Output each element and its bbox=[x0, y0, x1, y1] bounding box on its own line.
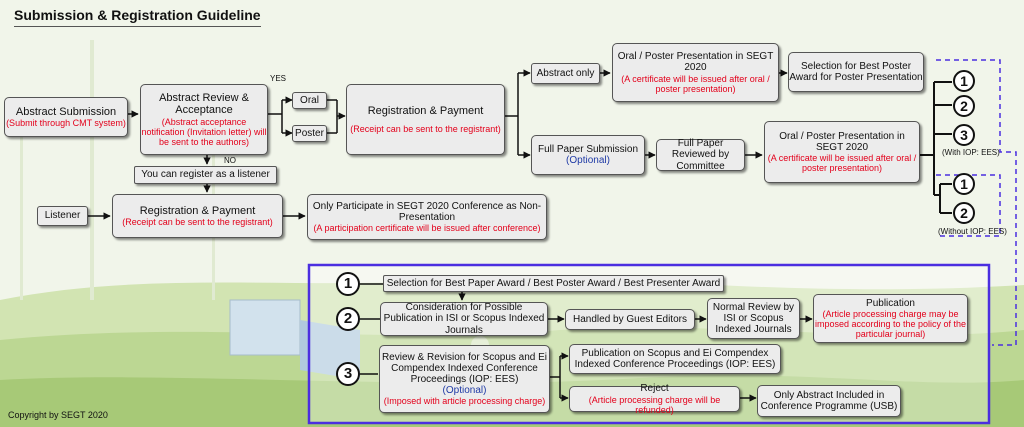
oral-label: Oral bbox=[300, 94, 319, 106]
listener-label: Listener bbox=[44, 210, 81, 222]
full-paper-reviewed-box: Full Paper Reviewed by Committee bbox=[656, 138, 745, 172]
with-iop-label: (With IOP: EES) bbox=[942, 148, 1000, 157]
number-2-circle: 2 bbox=[953, 95, 975, 117]
guest-editors-label: Handled by Guest Editors bbox=[573, 313, 687, 325]
yes-label: YES bbox=[270, 74, 287, 83]
registration-payment-box: Registration & Payment (Receipt can be s… bbox=[346, 84, 505, 155]
only-participate-title: Only Participate in SEGT 2020 Conference… bbox=[312, 200, 542, 223]
number-1-circle-without: 1 bbox=[953, 173, 975, 195]
publication-scopus-label: Publication on Scopus and Ei Compendex I… bbox=[574, 347, 776, 370]
legend-number-3: 3 bbox=[336, 362, 360, 386]
number-2-circle-without: 2 bbox=[953, 202, 975, 224]
best-award-selection-box: Selection for Best Paper Award / Best Po… bbox=[383, 275, 724, 292]
review-revision-optional: (Optional) bbox=[442, 385, 487, 397]
reject-note: (Article processing charge will be refun… bbox=[588, 394, 721, 415]
registration-payment-title: Registration & Payment bbox=[367, 105, 484, 118]
publication-box: Publication (Article processing charge m… bbox=[813, 294, 968, 343]
abstract-submission-box: Abstract Submission (Submit through CMT … bbox=[4, 97, 128, 137]
copyright-text: Copyright by SEGT 2020 bbox=[8, 410, 108, 420]
consideration-publication-label: Consideration for Possible Publication i… bbox=[383, 302, 545, 336]
no-label: NO bbox=[224, 156, 236, 165]
abstract-review-title: Abstract Review & Acceptance bbox=[159, 92, 249, 117]
review-revision-title: Review & Revision for Scopus and Ei Comp… bbox=[381, 351, 548, 385]
guest-editors-box: Handled by Guest Editors bbox=[565, 309, 695, 330]
poster-box: Poster bbox=[292, 125, 327, 142]
oral-poster-bottom-title: Oral / Poster Presentation in SEGT 2020 bbox=[779, 130, 905, 153]
oral-poster-presentation-top-box: Oral / Poster Presentation in SEGT 2020 … bbox=[612, 43, 779, 102]
listener-registration-payment-box: Registration & Payment (Receipt can be s… bbox=[112, 194, 283, 238]
reject-title: Reject bbox=[640, 383, 669, 395]
full-paper-submission-box: Full Paper Submission (Optional) bbox=[531, 135, 645, 175]
abstract-only-box: Abstract only bbox=[531, 63, 600, 84]
register-as-listener-label: You can register as a listener bbox=[141, 169, 270, 181]
normal-review-box: Normal Review by ISI or Scopus Indexed J… bbox=[707, 298, 800, 339]
legend-number-2: 2 bbox=[336, 307, 360, 331]
best-poster-award-label: Selection for Best Poster Award for Post… bbox=[789, 60, 923, 83]
reject-box: Reject (Article processing charge will b… bbox=[569, 383, 740, 415]
review-revision-note: (Imposed with article processing charge) bbox=[383, 396, 546, 407]
only-participate-note: (A participation certificate will be iss… bbox=[313, 223, 541, 234]
review-revision-box: Review & Revision for Scopus and Ei Comp… bbox=[379, 345, 550, 413]
register-as-listener-box: You can register as a listener bbox=[134, 166, 277, 184]
abstract-review-box: Abstract Review & Acceptance (Abstract a… bbox=[140, 84, 268, 155]
abstract-only-label: Abstract only bbox=[536, 67, 595, 79]
abstract-review-note: (Abstract acceptance notification (Invit… bbox=[141, 116, 267, 147]
publication-note: (Article processing charge may be impose… bbox=[814, 308, 967, 340]
abstract-submission-note: (Submit through CMT system) bbox=[6, 118, 126, 129]
full-paper-submission-title: Full Paper Submission bbox=[537, 143, 639, 155]
number-3-circle: 3 bbox=[953, 124, 975, 146]
oral-poster-presentation-bottom-box: Oral / Poster Presentation in SEGT 2020 … bbox=[764, 121, 920, 183]
listener-registration-note: (Receipt can be sent to the registrant) bbox=[122, 217, 273, 228]
registration-payment-note: (Receipt can be sent to the registrant) bbox=[350, 123, 501, 134]
oral-poster-bottom-note: (A certificate will be issued after oral… bbox=[767, 153, 917, 174]
page-title: Submission & Registration Guideline bbox=[14, 7, 261, 27]
only-abstract-label: Only Abstract Included in Conference Pro… bbox=[760, 389, 898, 412]
listener-registration-title: Registration & Payment bbox=[139, 204, 256, 217]
oral-poster-top-note: (A certificate will be issued after oral… bbox=[621, 73, 770, 94]
listener-box: Listener bbox=[37, 206, 88, 226]
abstract-submission-title: Abstract Submission bbox=[15, 105, 117, 118]
oral-box: Oral bbox=[292, 92, 327, 109]
publication-title: Publication bbox=[866, 297, 915, 309]
publication-scopus-box: Publication on Scopus and Ei Compendex I… bbox=[569, 344, 781, 374]
poster-label: Poster bbox=[295, 127, 324, 139]
full-paper-reviewed-label: Full Paper Reviewed by Committee bbox=[671, 138, 730, 172]
best-award-selection-label: Selection for Best Paper Award / Best Po… bbox=[386, 277, 721, 289]
oral-poster-top-title: Oral / Poster Presentation in SEGT 2020 bbox=[617, 51, 774, 74]
consideration-publication-box: Consideration for Possible Publication i… bbox=[380, 302, 548, 336]
full-paper-optional: (Optional) bbox=[566, 155, 610, 166]
best-poster-award-box: Selection for Best Poster Award for Post… bbox=[788, 52, 924, 92]
only-participate-box: Only Participate in SEGT 2020 Conference… bbox=[307, 194, 547, 240]
without-iop-label: (Without IOP: EES) bbox=[938, 227, 1007, 236]
normal-review-label: Normal Review by ISI or Scopus Indexed J… bbox=[712, 301, 795, 336]
only-abstract-box: Only Abstract Included in Conference Pro… bbox=[757, 385, 901, 417]
number-1-circle: 1 bbox=[953, 70, 975, 92]
legend-number-1: 1 bbox=[336, 272, 360, 296]
